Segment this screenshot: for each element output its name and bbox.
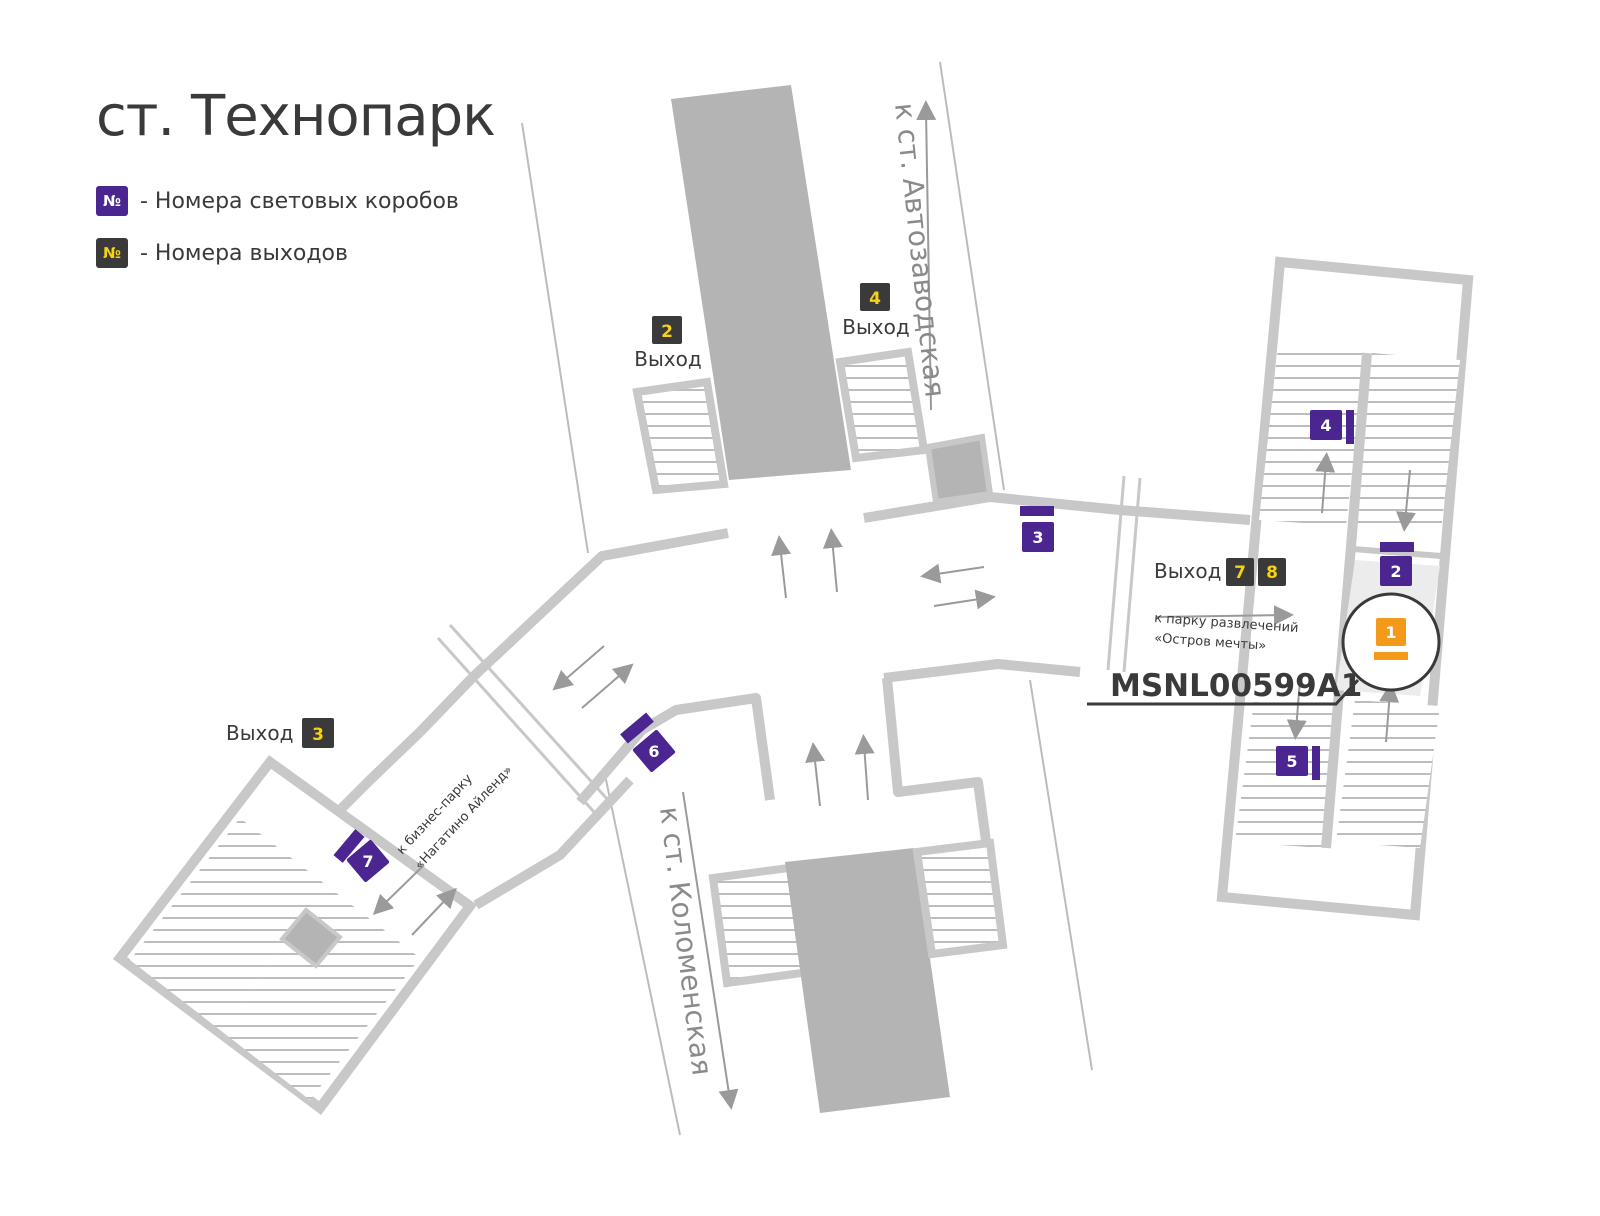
south-platform-block xyxy=(785,848,950,1113)
exit-4-number: 4 xyxy=(869,289,881,309)
exit-2-number: 2 xyxy=(661,322,673,342)
legend-exit-swatch: № xyxy=(96,238,128,268)
exit-7-number: 7 xyxy=(1234,563,1246,583)
lightbox-3: 3 xyxy=(1020,506,1054,552)
exit-7-8-label: Выход xyxy=(1154,559,1221,583)
lightbox-1-number: 1 xyxy=(1385,623,1396,642)
lightbox-2-number: 2 xyxy=(1390,562,1401,581)
south-stairs-right xyxy=(912,838,1008,959)
lightbox-6: 6 xyxy=(620,712,676,772)
left-stair-hall xyxy=(112,755,478,1116)
street-lines xyxy=(521,61,1093,1136)
legend-lightbox-swatch: № xyxy=(96,186,128,216)
lightbox-2: 2 xyxy=(1380,542,1414,586)
right-hall xyxy=(1216,256,1474,921)
direction-south-label: к ст. Коломенская xyxy=(653,805,719,1077)
page-title: ст. Технопарк xyxy=(96,84,496,149)
legend-lightbox: № - Номера световых коробов xyxy=(96,186,459,216)
lightbox-6-number: 6 xyxy=(648,742,659,761)
lightbox-4-number: 4 xyxy=(1320,416,1331,435)
lightbox-4: 4 xyxy=(1310,410,1354,444)
lightbox-3-number: 3 xyxy=(1032,528,1043,547)
north-platform-block xyxy=(671,85,851,480)
zigzag-break-icon xyxy=(436,475,1142,814)
legend-lightbox-label: - Номера световых коробов xyxy=(140,188,459,214)
legend-exit-label: - Номера выходов xyxy=(140,240,348,266)
exit-2-label: Выход xyxy=(634,347,701,371)
exit-8-number: 8 xyxy=(1266,563,1278,583)
lightbox-code: MSNL00599A1 xyxy=(1110,668,1362,704)
lightbox-7: 7 xyxy=(333,829,390,882)
legend-exit: № - Номера выходов xyxy=(96,238,348,268)
exit-7-8: Выход 7 8 xyxy=(1154,558,1286,586)
exit-3-label: Выход xyxy=(226,721,293,745)
lightbox-5-number: 5 xyxy=(1286,752,1297,771)
north-stairs-left xyxy=(632,377,729,495)
arrow-icon xyxy=(372,452,1416,936)
exit-3: Выход 3 xyxy=(226,718,334,748)
exit-2: 2 Выход xyxy=(634,316,702,371)
lightbox-1-highlight: 1 MSNL00599A1 xyxy=(1087,592,1441,706)
exit-4-label: Выход xyxy=(842,315,909,339)
lightbox-5: 5 xyxy=(1276,746,1320,780)
exit-4: 4 Выход xyxy=(842,283,910,339)
lightbox-7-number: 7 xyxy=(362,852,373,871)
passage-walls xyxy=(336,492,1251,946)
exit-3-number: 3 xyxy=(312,725,324,745)
north-stairs-right xyxy=(835,347,929,463)
direction-business: к бизнес-парку «Нагатино Айленд» xyxy=(394,763,516,873)
north-corner-block xyxy=(924,433,994,506)
